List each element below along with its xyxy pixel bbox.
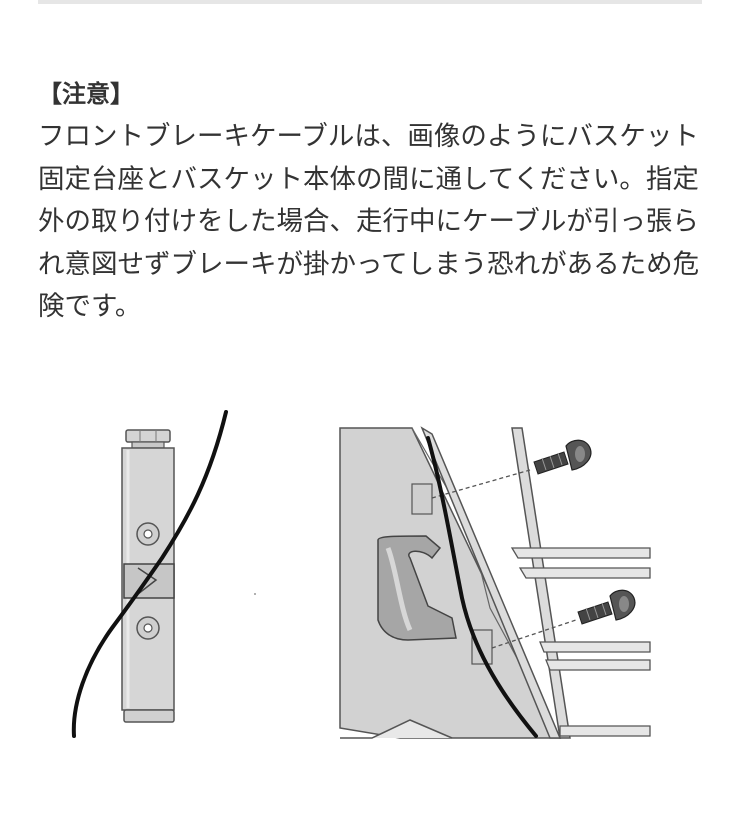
- mount-closeup-figure: [339, 426, 651, 739]
- lower-bolt: [136, 616, 160, 640]
- brake-cable-left: [71, 410, 228, 738]
- cable-routing-illustration: [60, 408, 660, 743]
- notice-heading: 【注意】: [38, 80, 134, 108]
- column-top-cap: [125, 429, 171, 443]
- cable-guide-bracket: [377, 535, 457, 641]
- upper-screw: [533, 439, 592, 475]
- notice-body: フロントブレーキケーブルは、画像のようにバスケット固定台座とバスケット本体の間に…: [38, 121, 700, 322]
- lower-screw: [577, 589, 636, 625]
- basket-frame: [420, 426, 651, 739]
- steering-column-figure: [71, 410, 256, 738]
- brake-cable-right: [426, 436, 538, 738]
- column-bottom-collar: [123, 709, 175, 723]
- basket-mount-bracket: [123, 563, 175, 599]
- frame-plate: [339, 427, 562, 739]
- top-divider: [38, 0, 702, 4]
- caution-notice: 【注意】 フロントブレーキケーブルは、画像のようにバスケット固定台座とバスケット…: [38, 72, 706, 329]
- upper-bolt: [136, 522, 160, 546]
